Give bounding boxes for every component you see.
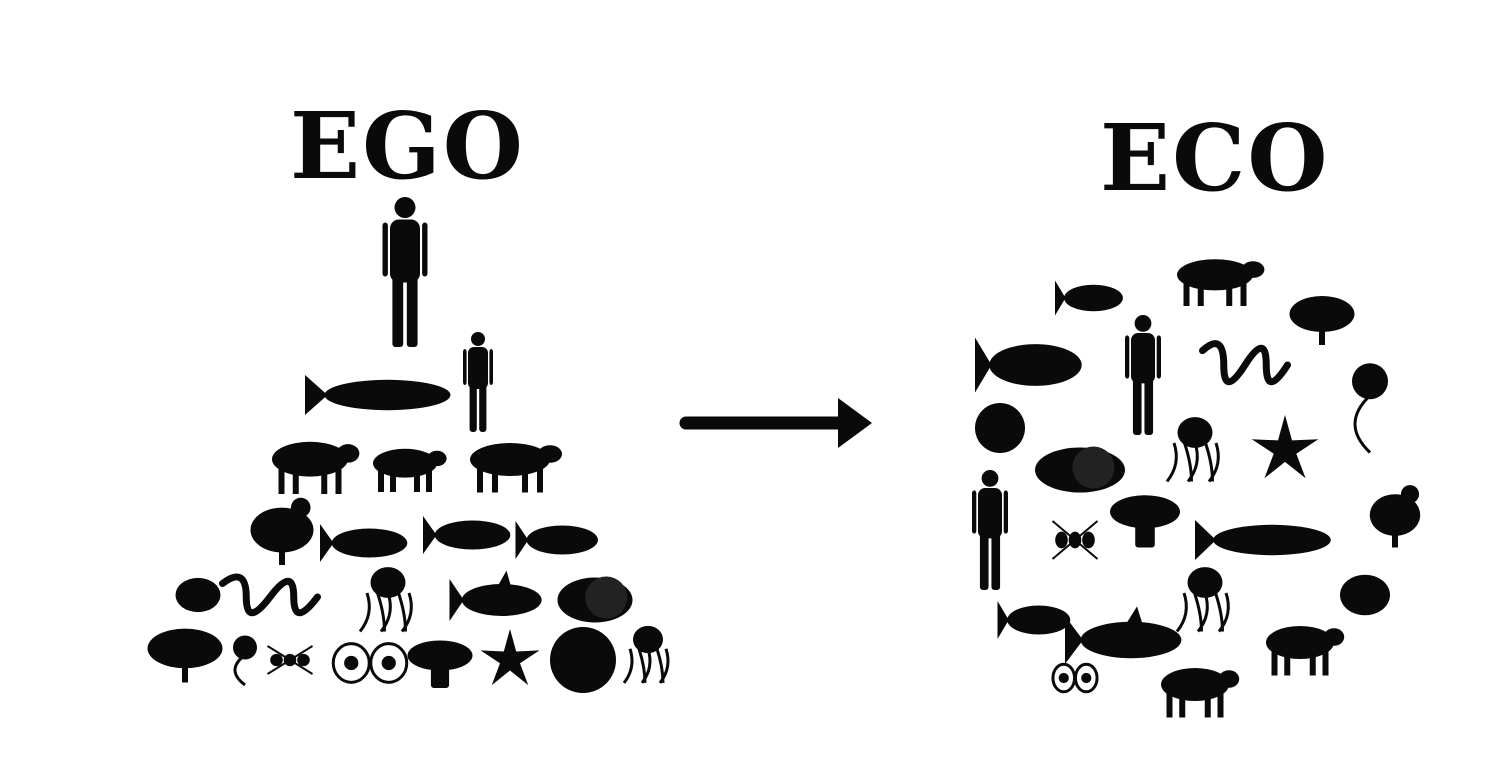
fish-icon (515, 521, 598, 559)
human-icon (382, 197, 428, 347)
snail-icon (557, 576, 633, 623)
human-icon (972, 470, 1008, 590)
frog-icon (175, 577, 221, 613)
eco-title: ECO (1100, 104, 1330, 212)
eggs-icon (331, 642, 409, 684)
frog-icon (1340, 574, 1390, 616)
flower-icon (1352, 363, 1388, 454)
cow-icon (272, 441, 360, 494)
sphere-icon (550, 627, 616, 693)
ego-pyramid (147, 197, 670, 693)
chicken-icon (250, 497, 314, 565)
flower-icon (233, 635, 257, 687)
cow-icon (1266, 626, 1345, 676)
fish-icon (1055, 280, 1123, 316)
pig-icon (470, 443, 562, 493)
rat-icon (975, 337, 1082, 393)
arrow-icon (679, 398, 872, 448)
bird-icon (997, 601, 1071, 639)
eggs-icon (1051, 662, 1099, 694)
chicken-icon (1369, 485, 1421, 548)
jellyfish-icon (1175, 567, 1230, 633)
tree-icon (147, 628, 223, 683)
jellyfish-icon (622, 625, 670, 684)
bird-icon (423, 516, 511, 554)
ego-title: EGO (290, 92, 525, 200)
whale-icon (305, 375, 451, 415)
whale-icon (1195, 520, 1331, 560)
woman-icon (1125, 315, 1161, 435)
ant-icon (266, 645, 314, 675)
pig-icon (1177, 259, 1265, 306)
mushroom-icon (1110, 495, 1180, 548)
sphere-icon (975, 403, 1025, 453)
snake-icon (1199, 340, 1291, 386)
dog-icon (373, 448, 447, 492)
shark-icon (449, 570, 542, 621)
starfish-icon (480, 629, 540, 686)
woman-icon (463, 332, 493, 432)
dog-icon (1161, 668, 1240, 718)
ant-icon (1051, 520, 1099, 560)
snake-icon (219, 573, 321, 617)
eco-circle (972, 259, 1421, 718)
tree-icon (1289, 296, 1355, 345)
starfish-icon (1251, 415, 1319, 479)
snail-icon (1035, 446, 1125, 493)
rat-icon (320, 524, 408, 562)
mushroom-icon (407, 640, 473, 688)
octopus-icon (1165, 417, 1220, 483)
octopus-icon (358, 567, 413, 633)
shark-icon (1065, 606, 1182, 664)
